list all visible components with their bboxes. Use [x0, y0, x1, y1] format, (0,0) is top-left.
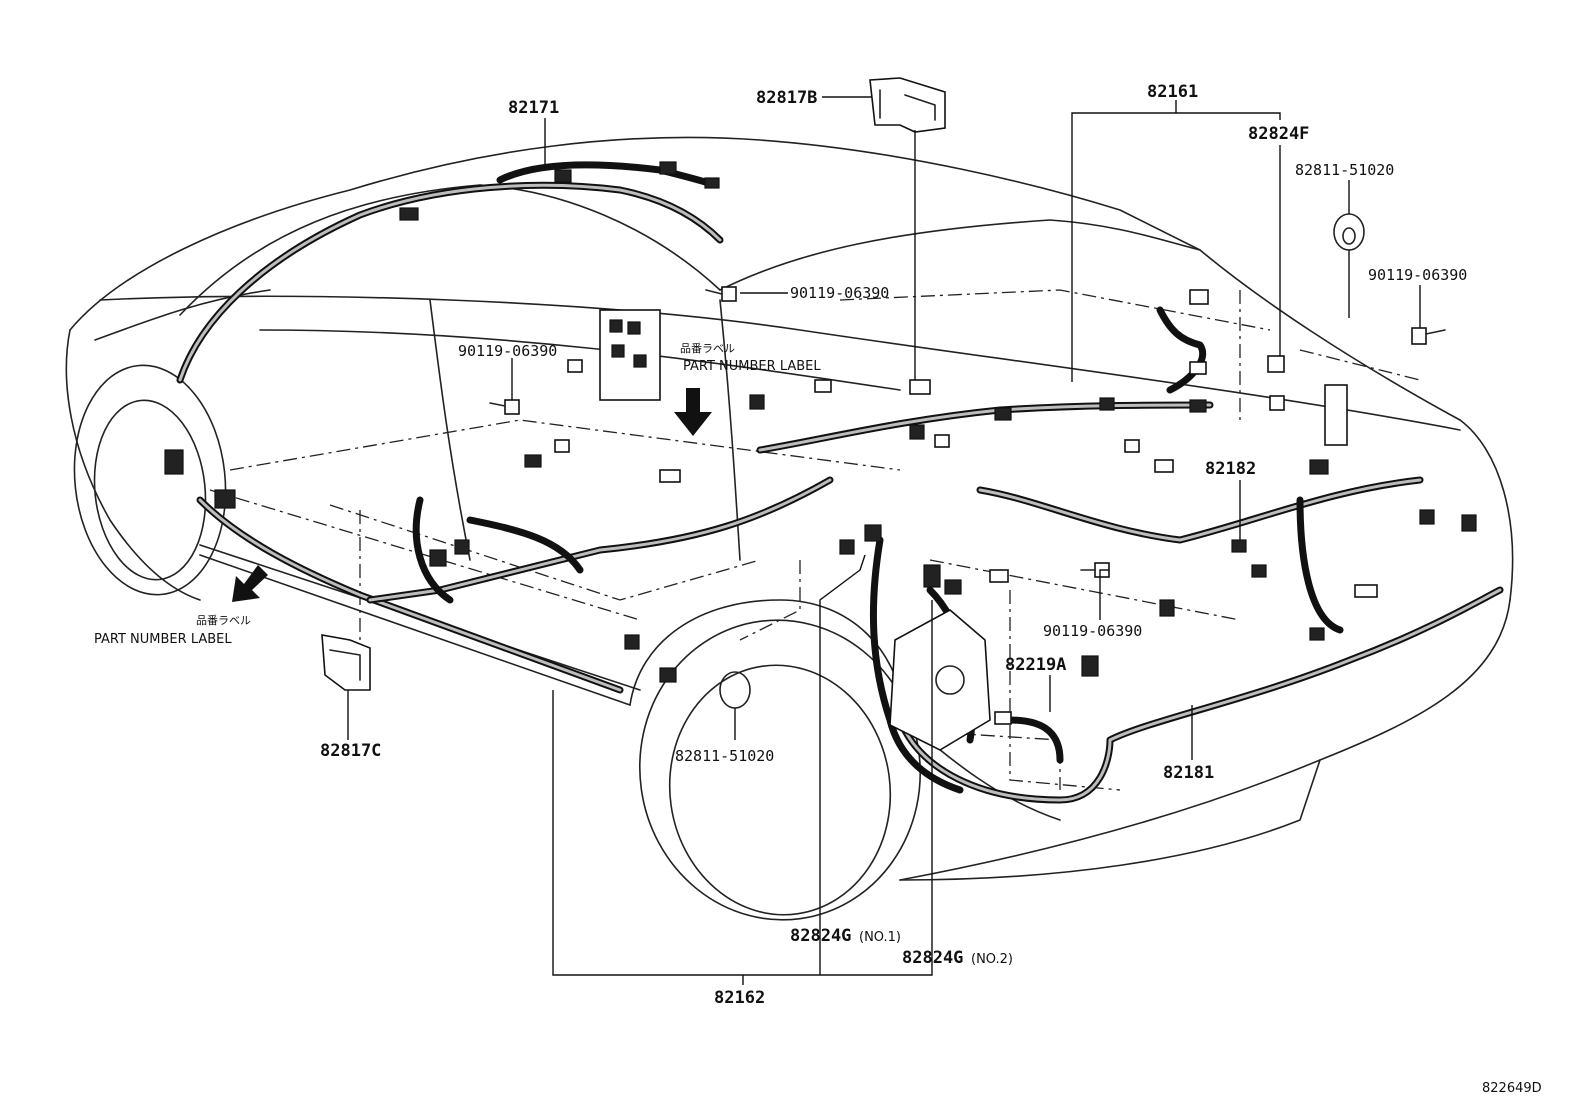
connector-icon — [659, 667, 677, 683]
connector-icon — [1189, 399, 1207, 413]
connector-icon — [214, 489, 236, 509]
harness-82182-rear — [976, 476, 1424, 634]
connector-icon — [1309, 459, 1329, 475]
connector-icon — [1189, 289, 1209, 305]
label-82171: 82171 — [508, 98, 559, 118]
label-82817b: 82817B — [756, 88, 817, 108]
label-jp-center: 品番ラベル — [680, 342, 735, 355]
diagram-id: 822649D — [1482, 1081, 1542, 1096]
bolt-icon — [1411, 327, 1446, 345]
label-90119-right: 90119-06390 — [1368, 266, 1467, 284]
label-82161: 82161 — [1147, 82, 1198, 102]
connector-icon — [994, 407, 1012, 421]
connector-icon — [659, 469, 681, 483]
car-body-outline — [65, 136, 1514, 921]
connector-icon — [1461, 514, 1477, 532]
label-82824g-no1-suffix: (NO.1) — [859, 930, 901, 945]
connector-icon — [1324, 384, 1348, 446]
connector-icon — [429, 549, 447, 567]
connector-icon — [1081, 655, 1099, 677]
bracket-icon — [321, 634, 371, 691]
connector-icon — [704, 177, 720, 189]
connector-icon — [1231, 539, 1247, 553]
label-82182: 82182 — [1205, 459, 1256, 479]
label-90119-roof: 90119-06390 — [790, 284, 889, 302]
connector-icon — [934, 434, 950, 448]
connector-icon — [659, 161, 677, 175]
label-90119-mid: 90119-06390 — [1043, 622, 1142, 640]
connector-icon — [1159, 599, 1175, 617]
connector-icon — [1354, 584, 1378, 598]
arrow-down-icon — [232, 565, 268, 602]
connector-icon — [454, 539, 470, 555]
ecu-box — [889, 609, 991, 751]
harness-82171-roof — [176, 161, 724, 384]
bolt-icon — [705, 286, 737, 302]
connector-icon — [554, 169, 572, 183]
label-jp-left: 品番ラベル — [196, 614, 251, 627]
label-82181: 82181 — [1163, 763, 1214, 783]
harness-82181-bumper — [896, 586, 1504, 804]
bracket-icon — [869, 77, 946, 133]
connector-icon — [944, 579, 962, 595]
label-82162: 82162 — [714, 988, 765, 1008]
connector-icon — [923, 564, 941, 588]
grommet-icon — [1333, 213, 1365, 251]
label-82811-bottom: 82811-51020 — [675, 747, 774, 765]
label-82219a: 82219A — [1005, 655, 1066, 675]
connector-icon — [839, 539, 855, 555]
connector-icon — [1124, 439, 1140, 453]
label-part-number-left: PART NUMBER LABEL — [94, 632, 232, 647]
label-82811-top: 82811-51020 — [1295, 161, 1394, 179]
connector-icon — [864, 524, 882, 542]
part-labels: 82171 82817B 82161 82824F 82811-51020 90… — [94, 82, 1542, 1096]
connector-icon — [164, 449, 184, 475]
connector-icon — [1309, 627, 1325, 641]
connector-icon — [749, 394, 765, 410]
connector-icon — [1189, 361, 1207, 375]
connector-icon — [554, 439, 570, 453]
connector-icon — [909, 424, 925, 440]
connector-icon — [399, 207, 419, 221]
harness-82162-floor — [196, 476, 834, 694]
label-82817c: 82817C — [320, 741, 381, 761]
connector-icon — [1099, 397, 1115, 411]
grommet-icon — [719, 671, 751, 709]
label-82824g-no2-suffix: (NO.2) — [971, 952, 1013, 967]
connector-icon — [1419, 509, 1435, 525]
label-part-number-center: PART NUMBER LABEL — [683, 359, 821, 374]
label-90119-left: 90119-06390 — [458, 342, 557, 360]
connector-group — [164, 161, 1477, 751]
label-82824f: 82824F — [1248, 124, 1309, 144]
connector-icon — [524, 454, 542, 468]
bolt-icon — [489, 399, 520, 415]
connector-icon — [909, 379, 931, 395]
label-82824g-no2: 82824G — [902, 948, 963, 968]
connector-icon — [989, 569, 1009, 583]
connector-icon — [1269, 395, 1285, 411]
label-82824g-no1: 82824G — [790, 926, 851, 946]
arrow-down-icon — [674, 388, 712, 436]
connector-icon — [1251, 564, 1267, 578]
connector-icon — [1154, 459, 1174, 473]
connector-icon — [1267, 355, 1285, 373]
connector-icon — [814, 379, 832, 393]
leader-lines — [347, 96, 1421, 985]
connector-icon — [994, 711, 1012, 725]
connector-icon — [624, 634, 640, 650]
